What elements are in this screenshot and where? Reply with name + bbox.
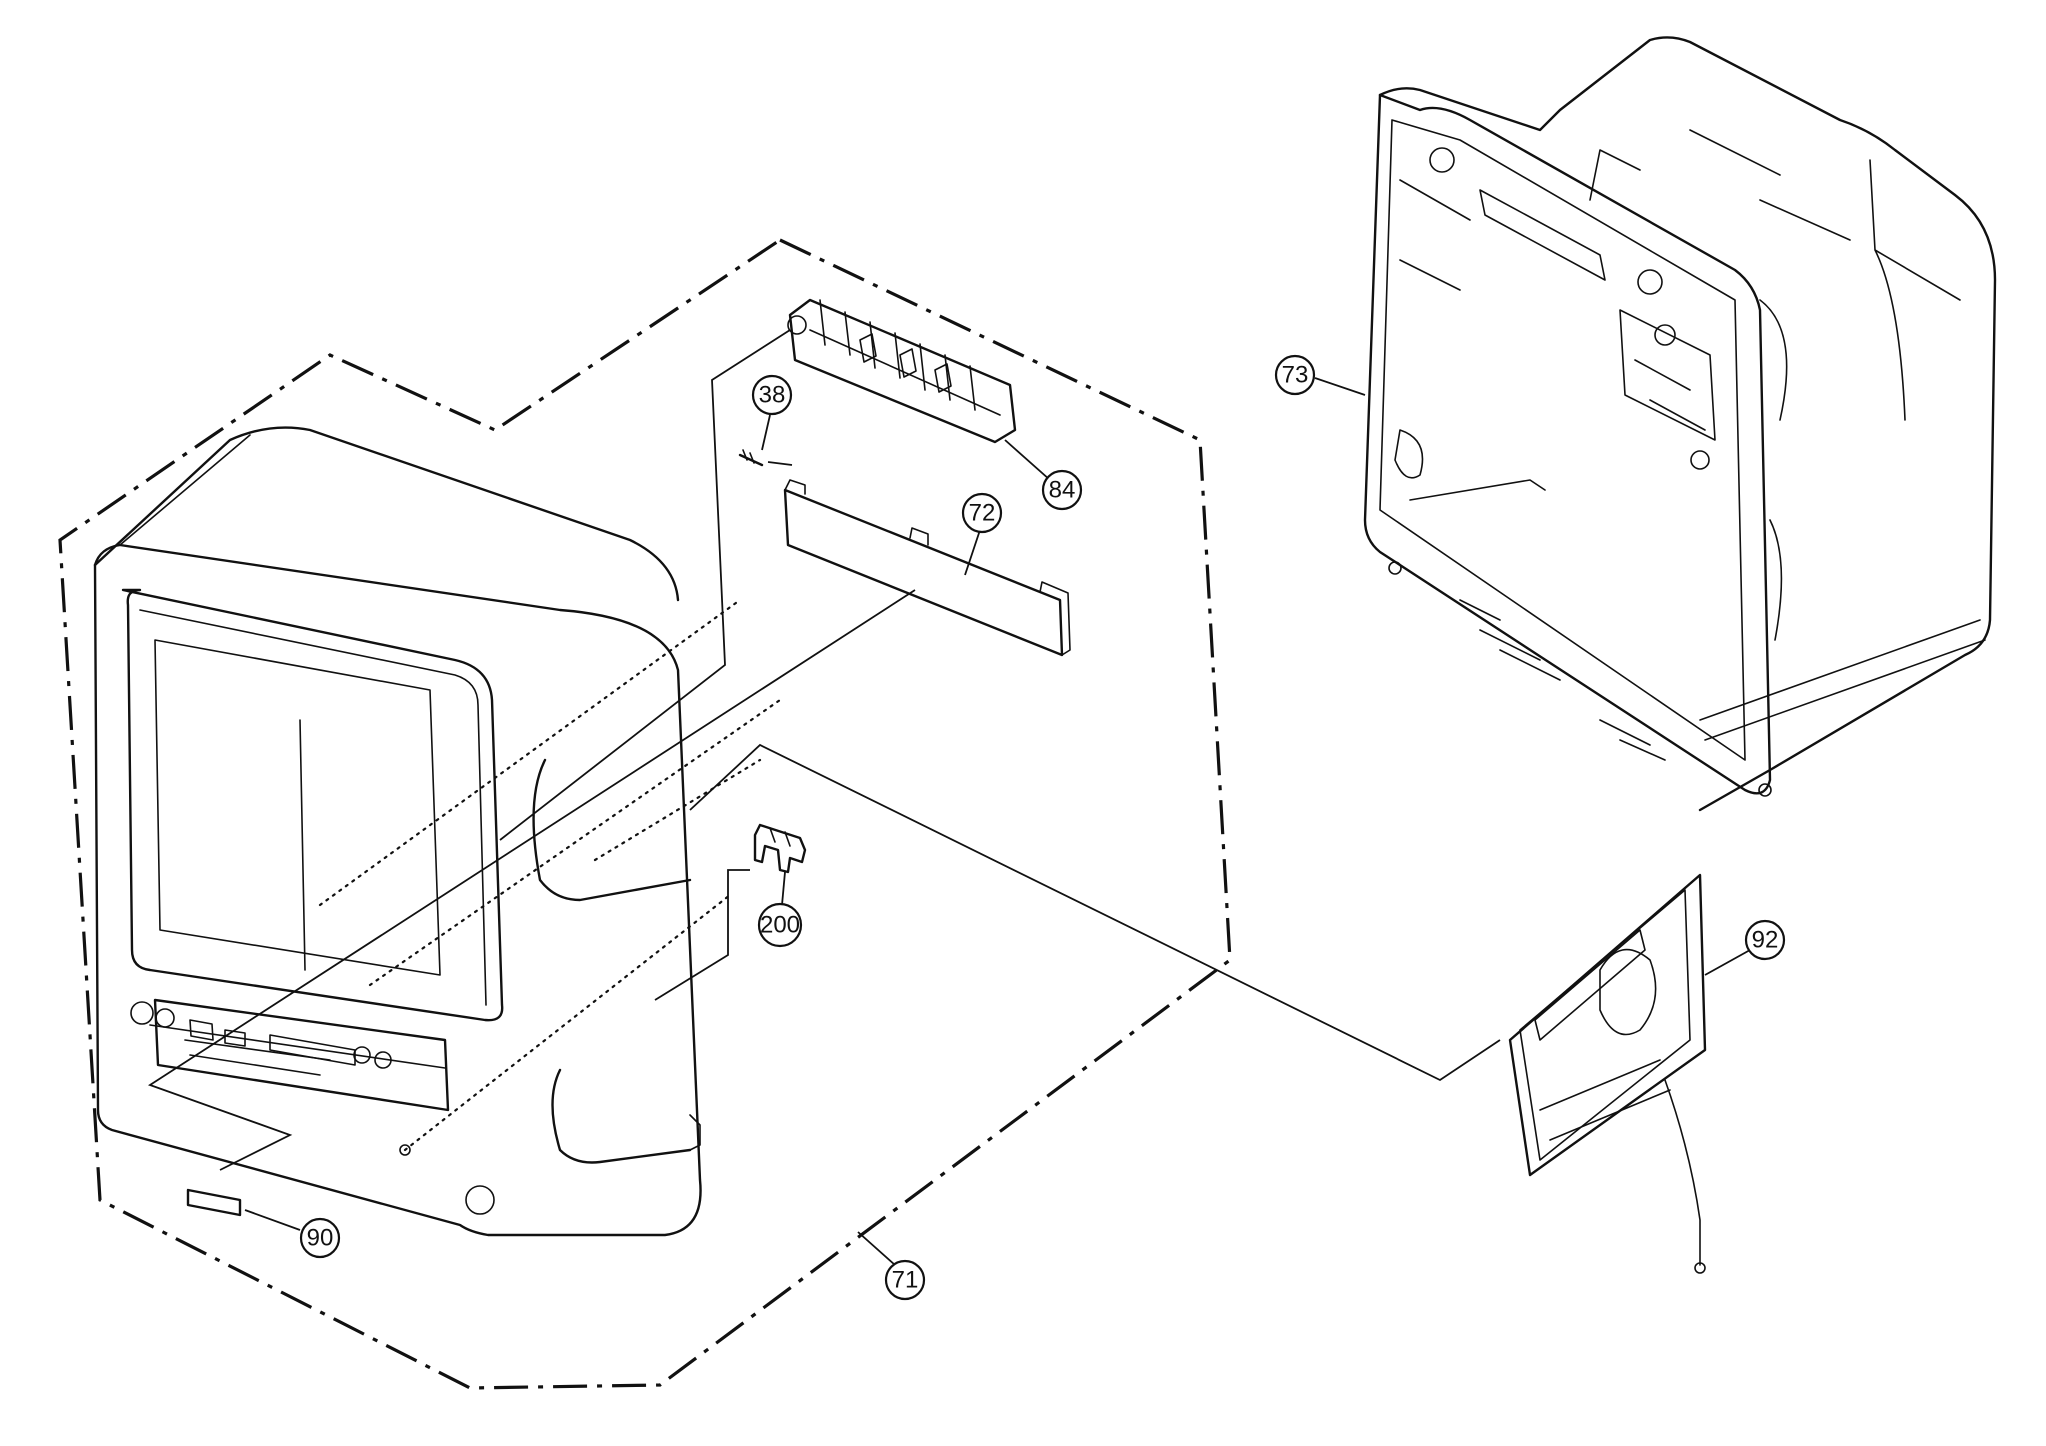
callout-38: 38: [751, 374, 793, 416]
assembly-line-72: [147, 589, 916, 1171]
leader-72: [964, 529, 981, 576]
leader-73: [1314, 377, 1366, 396]
callout-71-label: 71: [892, 1267, 919, 1294]
rear-cabinet: [1363, 36, 1997, 812]
callout-200-label: 200: [760, 912, 800, 939]
callout-200: 200: [757, 902, 803, 948]
alignment-line-4: [593, 758, 762, 862]
clip-200: [753, 823, 807, 874]
leader-90: [244, 1209, 301, 1231]
callout-72: 72: [961, 492, 1003, 534]
callout-90: 90: [299, 1217, 341, 1259]
callout-71: 71: [884, 1259, 926, 1301]
alignment-line-3: [403, 893, 732, 1152]
alignment-line-1: [318, 598, 742, 907]
leader-71: [857, 1231, 896, 1266]
assembly-line-92: [689, 743, 1501, 1082]
callout-73: 73: [1274, 354, 1316, 396]
callout-38-label: 38: [759, 382, 786, 409]
callout-92-label: 92: [1752, 927, 1779, 954]
assembly-line-200: [654, 869, 750, 1001]
assembly-71-boundary: [58, 238, 1232, 1390]
callout-73-label: 73: [1282, 362, 1309, 389]
control-button-strip: [787, 298, 1017, 444]
leader-84: [1004, 439, 1051, 481]
front-cabinet: [93, 426, 702, 1237]
leader-38: [761, 414, 771, 451]
assembly-line-84: [499, 329, 791, 841]
alignment-line-2: [368, 698, 782, 987]
callout-84-label: 84: [1049, 477, 1076, 504]
label-90: [186, 1188, 242, 1217]
leader-200: [781, 871, 786, 906]
callout-90-label: 90: [307, 1225, 334, 1252]
speaker-bracket-92: [1508, 873, 1707, 1274]
leader-92: [1704, 949, 1751, 976]
bracket-72: [783, 479, 1071, 657]
callout-72-label: 72: [969, 500, 996, 527]
callout-84: 84: [1041, 469, 1083, 511]
screw-38: [738, 449, 793, 467]
callout-92: 92: [1744, 919, 1786, 961]
